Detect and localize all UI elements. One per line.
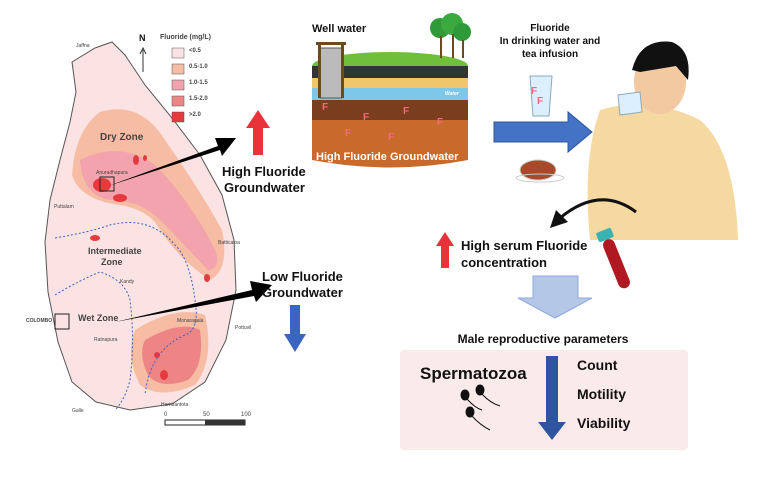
place-jaffna: Jaffna — [76, 43, 90, 49]
parameter-count: Count — [577, 357, 618, 373]
tea-cup-icon — [519, 159, 557, 181]
legend-swatch — [171, 47, 185, 59]
sri-lanka-map — [44, 41, 246, 426]
place-pottuvil: Pottuvil — [235, 325, 252, 331]
legend-label: 0.5-1.0 — [189, 64, 208, 70]
parameter-motility: Motility — [577, 386, 626, 402]
low-fluoride-label: Low Fluoride — [262, 269, 343, 284]
water-glass-icon — [529, 75, 553, 117]
legend-swatch — [171, 63, 185, 75]
place-hambantota: Hambantota — [161, 402, 189, 408]
reproductive-parameters-box — [400, 350, 688, 450]
scale-0: 0 — [164, 412, 168, 418]
fluoride-symbol: F — [322, 102, 329, 113]
legend-title: Fluoride (mg/L) — [160, 34, 211, 41]
fluoride-symbol: F — [345, 128, 352, 139]
fluoride-symbol: F — [388, 132, 395, 143]
process-down-arrow — [517, 275, 593, 319]
well-groundwater-illustration — [312, 13, 471, 168]
high-fluoride-label-2: Groundwater — [224, 180, 305, 195]
serum-up-arrow-icon — [436, 232, 454, 268]
place-batticaloa: Batticaloa — [218, 240, 240, 246]
intake-line-2: In drinking water and — [499, 36, 601, 47]
high-fluoride-pointer-arrow — [108, 138, 236, 186]
legend-label: <0.5 — [189, 48, 201, 54]
place-kandy: Kandy — [120, 279, 135, 285]
north-label: N — [139, 33, 146, 43]
curved-arrow — [559, 198, 637, 220]
blood-tube-icon — [596, 227, 630, 289]
legend-label: 1.5-2.0 — [189, 96, 208, 102]
place-colombo: COLOMBO — [26, 318, 53, 324]
sperm-icon — [460, 384, 501, 431]
reproductive-title: Male reproductive parameters — [457, 332, 629, 346]
legend-label: >2.0 — [189, 112, 201, 118]
intake-label: Fluoride In drinking water and tea infus… — [490, 22, 610, 61]
place-monaragala: Monaragala — [177, 318, 204, 324]
intermediate-zone-label: Intermediate — [88, 246, 142, 256]
place-anuradhapura: Anuradhapura — [96, 170, 128, 176]
legend-swatch — [171, 111, 185, 123]
groundwater-banner: High Fluoride Groundwater — [316, 151, 459, 163]
decrease-arrow-icon — [538, 356, 566, 440]
up-arrow-icon — [246, 110, 270, 155]
legend-swatch — [171, 95, 185, 107]
dry-zone-label: Dry Zone — [100, 132, 144, 143]
fluoride-symbol: F — [531, 86, 538, 97]
fluoride-symbol: F — [537, 96, 544, 107]
place-puttalam: Puttalam — [54, 204, 74, 210]
parameter-viability: Viability — [577, 415, 631, 431]
fluoride-symbol: F — [437, 117, 444, 128]
down-arrow-icon — [284, 305, 306, 352]
intermediate-zone-label-2: Zone — [101, 257, 123, 267]
legend-swatch — [171, 79, 185, 91]
scale-100: 100 — [241, 412, 252, 418]
legend-label: 1.0-1.5 — [189, 80, 208, 86]
serum-label: High serum Fluoride — [461, 238, 588, 253]
low-fluoride-pointer-arrow — [115, 281, 272, 322]
fluoride-symbol: F — [403, 106, 410, 117]
low-fluoride-label-2: Groundwater — [262, 285, 343, 300]
scale-50: 50 — [203, 412, 210, 418]
high-fluoride-label: High Fluoride — [222, 164, 306, 179]
fluoride-symbol: F — [363, 112, 370, 123]
water-label: Water — [445, 91, 459, 97]
intake-flow-arrow — [493, 110, 593, 154]
place-galle: Galle — [72, 408, 84, 414]
serum-label-2: concentration — [461, 255, 547, 270]
wet-zone-label: Wet Zone — [78, 313, 119, 323]
intake-line-3: tea infusion — [521, 49, 579, 60]
spermatozoa-label: Spermatozoa — [420, 364, 527, 383]
place-ratnapura: Ratnapura — [94, 337, 118, 343]
well-water-label: Well water — [312, 23, 367, 35]
intake-line-1: Fluoride — [530, 23, 570, 34]
